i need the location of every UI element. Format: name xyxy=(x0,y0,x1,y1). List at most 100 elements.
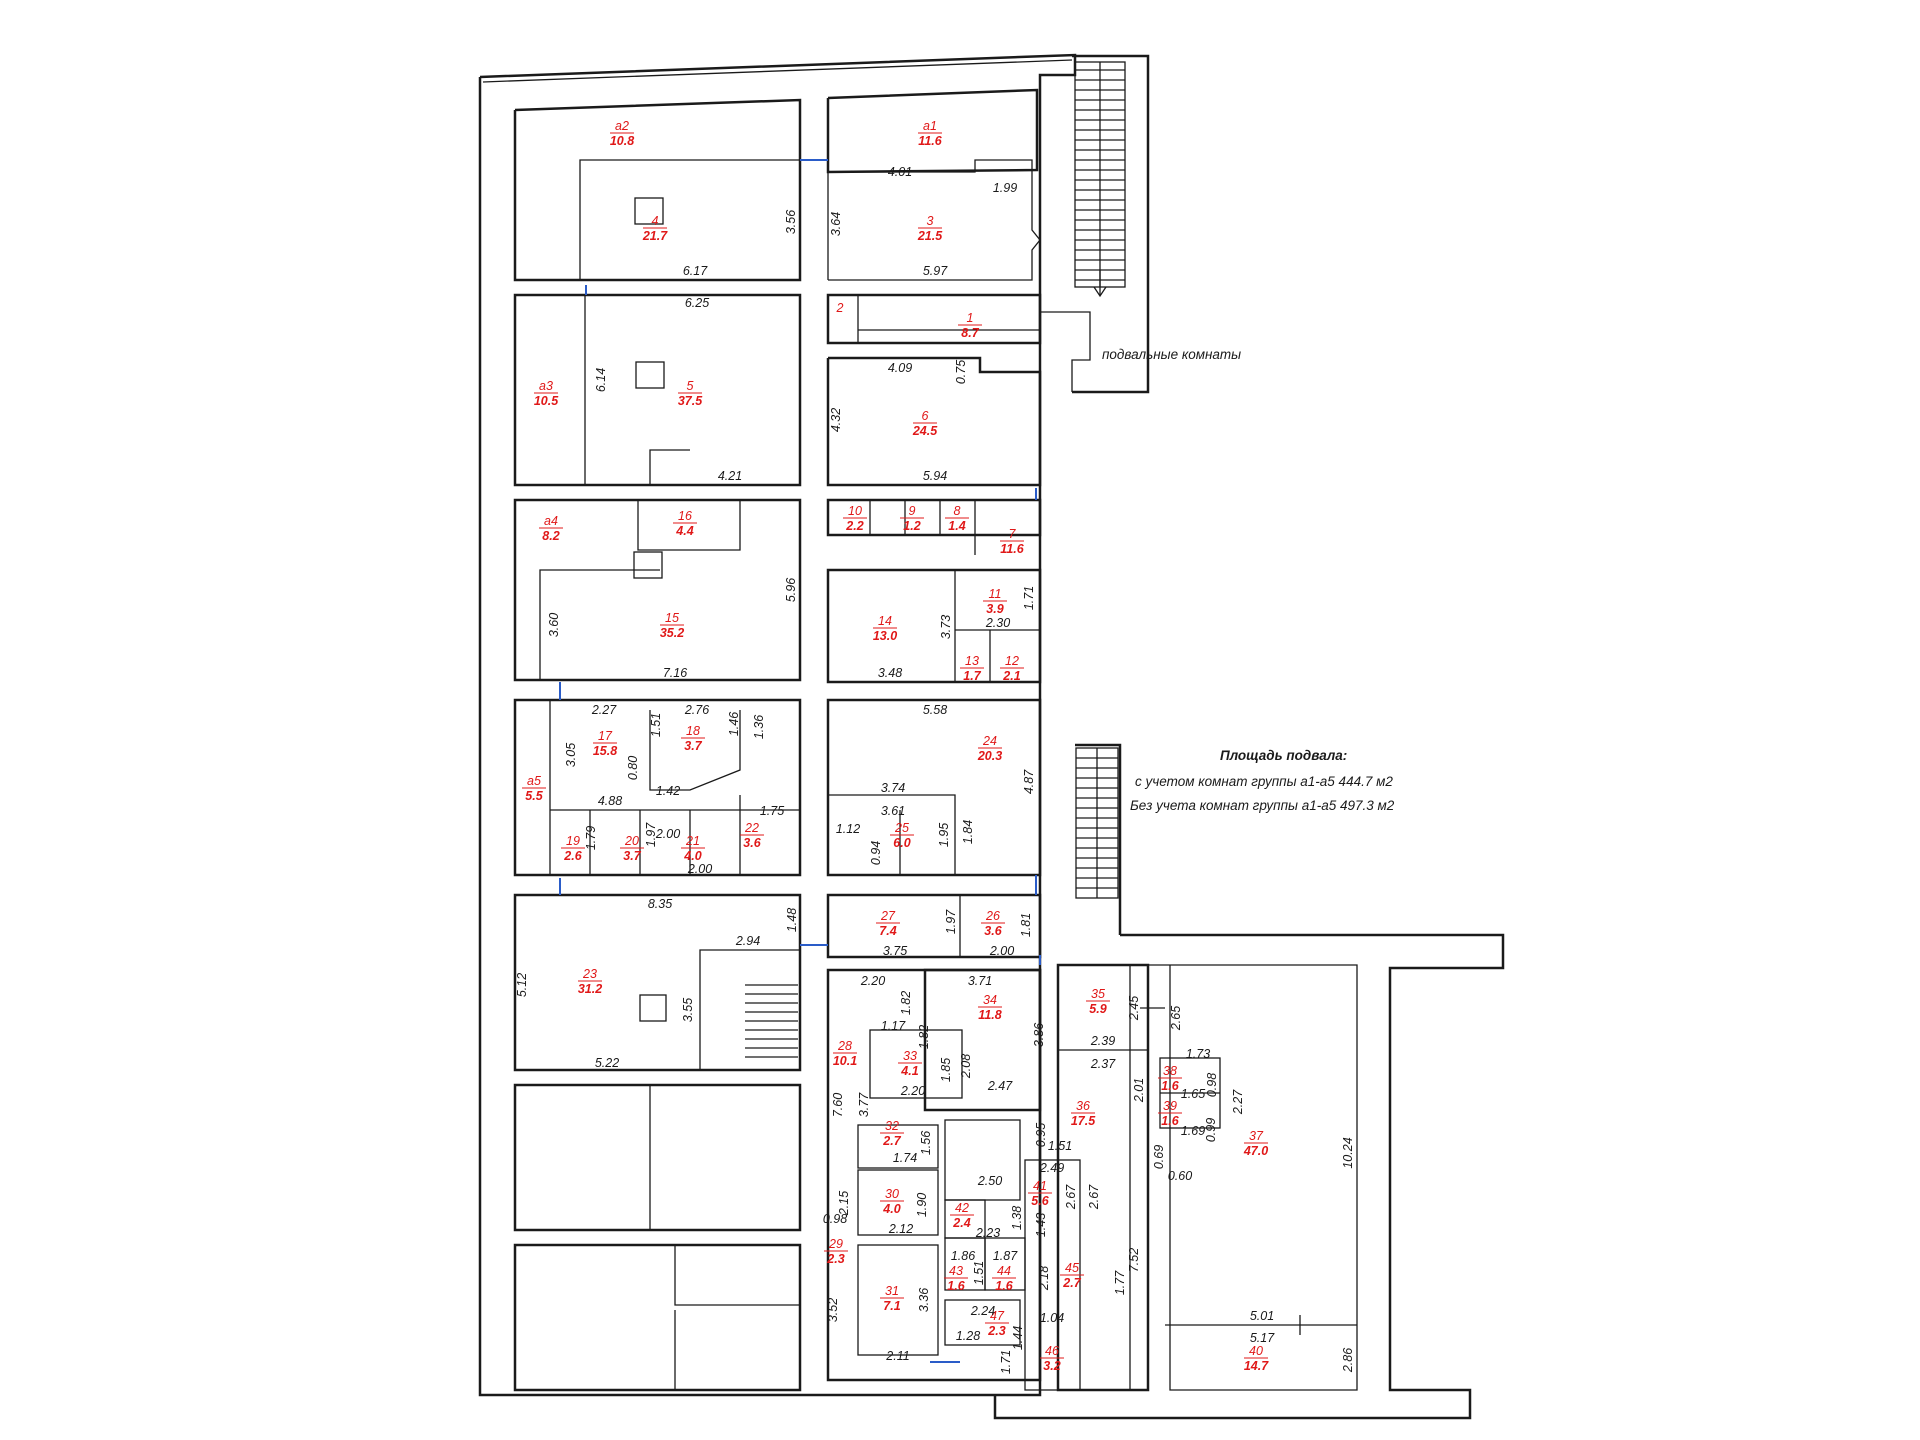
room-area-r6: 24.5 xyxy=(912,424,938,438)
room-number-r18: 18 xyxy=(686,724,700,738)
room-number-r35: 35 xyxy=(1091,987,1105,1001)
dimension-d108: 2.86 xyxy=(1341,1348,1355,1373)
dimension-d105: 1.44 xyxy=(1011,1326,1025,1350)
room-area-r12: 2.1 xyxy=(1002,669,1020,683)
dimension-d38: 1.12 xyxy=(836,822,860,836)
dimension-d99: 7.52 xyxy=(1127,1248,1141,1272)
dimension-d98: 1.77 xyxy=(1113,1270,1127,1295)
dimension-d65: 2.20 xyxy=(900,1084,925,1098)
room-number-r14: 14 xyxy=(878,614,892,628)
room-area-r41: 5.6 xyxy=(1031,1194,1049,1208)
room-area-a2: 10.8 xyxy=(610,134,634,148)
room-number-r37: 37 xyxy=(1249,1129,1264,1143)
room-area-r19: 2.6 xyxy=(563,849,582,863)
dimension-d109: 2.11 xyxy=(885,1349,909,1363)
dimension-d91: 0.98 xyxy=(823,1212,847,1226)
dimension-d31: 3.74 xyxy=(881,781,905,795)
dimension-d68: 1.65 xyxy=(1181,1087,1205,1101)
dimension-d39: 0.94 xyxy=(869,841,883,865)
room-number-r13: 13 xyxy=(965,654,979,668)
dimension-d53: 3.71 xyxy=(968,974,992,988)
room-area-r36: 17.5 xyxy=(1071,1114,1096,1128)
dimension-d60: 3.86 xyxy=(1032,1023,1046,1047)
dimension-d2: 1.99 xyxy=(993,181,1017,195)
room-number-r29: 29 xyxy=(828,1237,843,1251)
dimension-d1: 4.01 xyxy=(888,165,912,179)
basement-rooms-label: подвальные комнаты xyxy=(1102,347,1241,362)
dimension-d21: 2.27 xyxy=(591,703,617,717)
dimension-d7: 6.25 xyxy=(685,296,709,310)
room-area-r18: 3.7 xyxy=(684,739,702,753)
dimension-d62: 2.37 xyxy=(1090,1057,1116,1071)
room-area-r27: 7.4 xyxy=(879,924,896,938)
dimension-d14: 5.96 xyxy=(784,578,798,602)
dimension-d82: 10.24 xyxy=(1341,1137,1355,1168)
dimension-d103: 1.04 xyxy=(1040,1311,1064,1325)
room-number-r42: 42 xyxy=(955,1201,969,1215)
dimension-d58: 1.17 xyxy=(881,1019,906,1033)
room-number-a1: а1 xyxy=(923,119,937,133)
room-area-r20: 3.7 xyxy=(623,849,641,863)
dimension-d77: 1.74 xyxy=(893,1151,917,1165)
room-area-r23: 31.2 xyxy=(578,982,602,996)
dimension-d79: 1.69 xyxy=(1181,1124,1205,1138)
dimension-d81: 0.60 xyxy=(1168,1169,1192,1183)
room-number-r27: 27 xyxy=(880,909,896,923)
room-number-r45: 45 xyxy=(1065,1261,1079,1275)
dimension-d17: 1.71 xyxy=(1022,586,1036,610)
room-number-r25: 25 xyxy=(894,821,909,835)
dimension-d89: 1.38 xyxy=(1010,1206,1024,1230)
dimension-d50: 5.12 xyxy=(515,973,529,997)
room-area-r11: 3.9 xyxy=(986,602,1003,616)
dimension-d48: 3.75 xyxy=(883,944,907,958)
room-area-r22: 3.6 xyxy=(743,836,761,850)
room-number-r22: 22 xyxy=(744,821,759,835)
dimension-d18: 2.30 xyxy=(985,616,1010,630)
room-number-a5: а5 xyxy=(527,774,541,788)
partition-marks xyxy=(559,159,1041,1363)
room-area-r13: 1.7 xyxy=(963,669,981,683)
dimension-d74: 0.95 xyxy=(1034,1123,1048,1147)
outer-walls xyxy=(478,53,1505,1420)
room-area-r44: 1.6 xyxy=(995,1279,1013,1293)
dimension-d34: 3.61 xyxy=(881,804,905,818)
dimension-d76: 1.56 xyxy=(919,1131,933,1155)
dimension-d107: 5.17 xyxy=(1250,1331,1275,1345)
dimension-d46: 1.81 xyxy=(1019,913,1033,937)
dimension-d19: 7.16 xyxy=(663,666,687,680)
dimension-d66: 2.47 xyxy=(987,1079,1013,1093)
dimension-d37: 2.00 xyxy=(655,827,680,841)
room-number-r26: 26 xyxy=(985,909,1000,923)
dimension-d90: 1.43 xyxy=(1034,1213,1048,1237)
room-area-r42: 2.4 xyxy=(952,1216,970,1230)
room-area-r30: 4.0 xyxy=(882,1202,900,1216)
room-number-r44: 44 xyxy=(997,1264,1011,1278)
room-number-r31: 31 xyxy=(885,1284,899,1298)
room-number-r34: 34 xyxy=(983,993,997,1007)
dimension-d42: 2.00 xyxy=(687,862,712,876)
room-area-r8: 1.4 xyxy=(948,519,965,533)
room-area-r38: 1.6 xyxy=(1161,1079,1179,1093)
room-number-r8: 8 xyxy=(954,504,961,518)
dimension-d54: 1.82 xyxy=(899,991,913,1015)
room-number-r17: 17 xyxy=(598,729,613,743)
area-with-rooms: с учетом комнат группы а1-а5 444.7 м2 xyxy=(1135,774,1393,789)
room-number-r12: 12 xyxy=(1005,654,1019,668)
room-number-r7: 7 xyxy=(1009,527,1017,541)
dimension-d41: 1.84 xyxy=(961,820,975,844)
room-area-r46: 3.2 xyxy=(1043,1359,1060,1373)
dimension-d59: 1.82 xyxy=(917,1025,931,1049)
area-without-rooms: Без учета комнат группы а1-а5 497.3 м2 xyxy=(1130,798,1395,813)
dimension-d61: 2.39 xyxy=(1090,1034,1115,1048)
dimension-d84: 2.67 xyxy=(1064,1184,1078,1210)
dimension-d80: 0.69 xyxy=(1152,1145,1166,1169)
dimension-d43: 8.35 xyxy=(648,897,672,911)
room-number-r2: 2 xyxy=(836,301,844,315)
room-area-a1: 11.6 xyxy=(918,134,942,148)
staircase-middle xyxy=(1075,747,1119,899)
dimension-d70: 2.27 xyxy=(1231,1089,1245,1115)
room-area-r31: 7.1 xyxy=(883,1299,900,1313)
room-number-r4: 4 xyxy=(652,214,659,228)
dimension-d63: 1.85 xyxy=(939,1058,953,1082)
